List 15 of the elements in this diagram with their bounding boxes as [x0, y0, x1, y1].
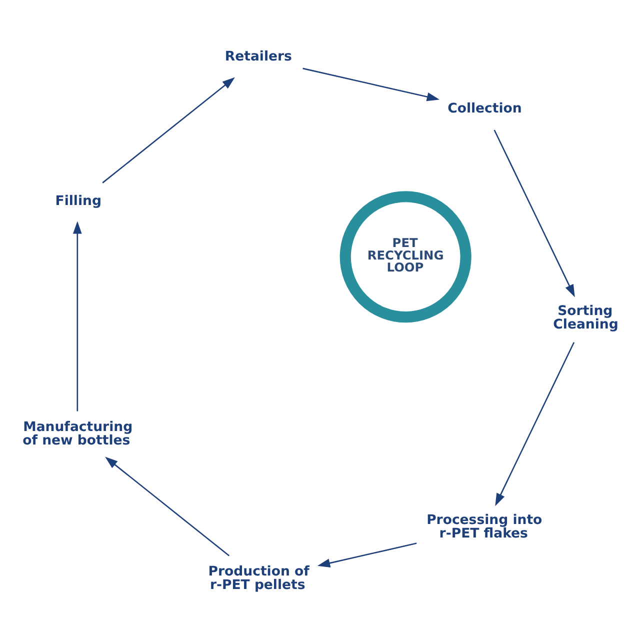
- node-text: Processing into r-PET flakes: [426, 512, 542, 541]
- node-circle: PET RECYCLING LOOP: [340, 190, 472, 322]
- node-text: Retailers: [224, 49, 292, 64]
- node-text: Manufacturing of new bottles: [22, 420, 133, 448]
- node-text: Production of r-PET pellets: [208, 564, 310, 592]
- arrow: [494, 129, 575, 297]
- node-text: Collection: [448, 100, 522, 116]
- arrow: [72, 220, 82, 411]
- arrow: [102, 76, 235, 183]
- node-text: Filling: [55, 194, 102, 209]
- arrow: [495, 342, 575, 506]
- arrow: [302, 67, 440, 101]
- node-text: Sorting Cleaning: [553, 304, 618, 332]
- arrow: [317, 542, 417, 567]
- arrow: [105, 456, 230, 556]
